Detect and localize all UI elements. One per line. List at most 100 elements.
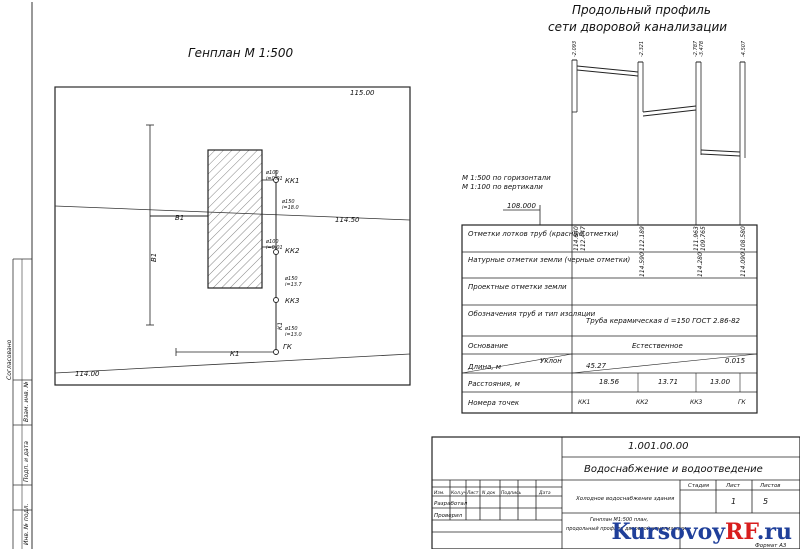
row-label-distance: Расстояния, м xyxy=(468,380,521,388)
point-1: КК1 xyxy=(578,399,590,406)
strip-inv: Инв. № подл. xyxy=(23,504,30,545)
sheet-number: 1 xyxy=(731,497,736,506)
scale-horizontal: М 1:500 по горизонтали xyxy=(462,174,551,182)
row-label-base: Основание xyxy=(468,342,508,350)
profile-wells xyxy=(571,59,746,225)
watermark: KursovoyRF.ru xyxy=(612,519,792,545)
title-block xyxy=(431,436,800,549)
strip-replace: Взам. инв. № xyxy=(23,381,30,422)
well-label-kk1: КК1 xyxy=(285,177,299,185)
pipe-diameter-1: ø100 xyxy=(265,170,279,176)
pipe-slope-3: i=0.01 xyxy=(266,245,283,251)
pipe-slope-5: i=13.0 xyxy=(285,332,302,338)
ground-mark-2: 114.280 xyxy=(697,252,704,277)
strip-sign-date: Подп. и дата xyxy=(23,441,30,482)
length-value: 45.27 xyxy=(586,362,607,370)
row-label-length: Длина, м xyxy=(467,363,502,371)
format-label: Формат А3 xyxy=(755,543,787,549)
scale-vertical: М 1:100 по вертикали xyxy=(462,183,543,191)
distance-1: 18.56 xyxy=(599,378,620,386)
stage-label: Стадия xyxy=(688,483,710,489)
slope-value: 0.015 xyxy=(725,357,746,365)
label-k1-horizontal: К1 xyxy=(230,350,239,358)
profile-table xyxy=(461,224,758,414)
doc-code: 1.001.00.00 xyxy=(628,441,688,452)
object-name: Холодное водоснабжение здания xyxy=(575,496,675,502)
well-label-kk2: КК2 xyxy=(285,247,300,255)
sheet-desc-1: Генплан М1:500 план, xyxy=(590,517,648,523)
row-label-pipe: Обозначения труб и тип изоляции xyxy=(468,310,596,318)
sheets-label: Листов xyxy=(759,483,781,489)
profile-pipes xyxy=(576,65,741,157)
developed-label: Разработал xyxy=(434,501,468,507)
pipe-diameter-4: ø150 xyxy=(284,276,298,282)
top-mark-2: -2.321 xyxy=(639,41,645,57)
row-label-points: Номера точек xyxy=(468,399,520,407)
point-2: КК2 xyxy=(636,399,649,406)
building-footprint xyxy=(207,149,263,289)
table-row-lines xyxy=(462,251,757,393)
well-marker-kk2 xyxy=(273,249,279,255)
contour-label-top: 115.00 xyxy=(350,89,375,97)
tray-mark-6: 108.580 xyxy=(740,226,747,251)
watermark-part3: .ru xyxy=(756,519,792,545)
label-k1-vertical: К1 xyxy=(277,322,284,330)
sheets-total: 5 xyxy=(763,497,768,506)
strip-approved: Согласовано xyxy=(6,339,13,380)
row-label-ground: Натурные отметки земли (черные отметки) xyxy=(468,256,630,264)
row-label-tray-text: Отметки лотков труб (красные отметки) xyxy=(468,230,619,238)
row-label-ground-text: Натурные отметки земли (черные отметки) xyxy=(468,256,630,264)
slope-label: Уклон xyxy=(540,357,562,365)
row-label-pipe-text: Обозначения труб и тип изоляции xyxy=(468,310,596,318)
col-izm: Изм. xyxy=(434,490,445,496)
tray-mark-2: 112.447 xyxy=(580,226,587,251)
distance-2: 13.71 xyxy=(658,378,678,386)
pipe-slope-2: i=18.0 xyxy=(282,205,299,211)
pipe-slope-4: i=13.7 xyxy=(285,282,303,288)
distance-3: 13.00 xyxy=(710,378,731,386)
ground-mark-3: 114.090 xyxy=(740,252,747,277)
well-marker-kk3 xyxy=(273,297,279,303)
checked-label: Проверил xyxy=(434,513,463,519)
tray-mark-3: 112.189 xyxy=(639,226,646,251)
slope-diagonal xyxy=(571,353,758,374)
col-date: Дата xyxy=(538,490,551,496)
base-value: Естественное xyxy=(632,342,683,350)
well-label-gk: ГК xyxy=(283,343,293,351)
top-mark-3b: -3.478 xyxy=(699,41,705,57)
row-label-tray: Отметки лотков труб (красные отметки) xyxy=(468,230,619,238)
contour-label-mid: 114.50 xyxy=(335,216,360,224)
col-kol: Кол.уч xyxy=(451,490,467,496)
contour-label-bot: 114.00 xyxy=(75,370,100,378)
tray-mark-1: 114.640 xyxy=(573,226,580,251)
watermark-part2: RF xyxy=(725,519,757,545)
datum-label: 108.000 xyxy=(507,202,536,210)
sheet-desc-2: продольный профиль дворовой канализации xyxy=(566,526,687,532)
point-4: ГК xyxy=(738,399,746,406)
pipe-diameter-3: ø100 xyxy=(265,239,279,245)
top-mark-4: -4.507 xyxy=(741,40,747,57)
title-block-lines xyxy=(432,437,800,549)
pipe-slope-1: i=0.01 xyxy=(266,176,283,182)
doc-name: Водоснабжение и водоотведение xyxy=(584,463,763,475)
label-b1-vertical: В1 xyxy=(150,253,158,262)
length-diagonal xyxy=(461,353,573,374)
tray-mark-4: 111.963 xyxy=(693,226,700,251)
top-mark-3: -2.787 xyxy=(693,40,699,57)
genplan-title: Генплан М 1:500 xyxy=(188,46,294,60)
pipe-type: Труба керамическая d =150 ГОСТ 2.86-82 xyxy=(586,317,741,325)
row-label-design: Проектные отметки земли xyxy=(468,283,567,291)
point-3: КК3 xyxy=(690,399,703,406)
col-ndoc: N док xyxy=(482,490,496,496)
profile-title-line2: сети дворовой канализации xyxy=(548,20,727,34)
well-marker-kk1 xyxy=(273,177,279,183)
watermark-part1: Kursovoy xyxy=(611,519,726,545)
sheet-label: Лист xyxy=(725,483,741,489)
well-label-kk3: КК3 xyxy=(285,297,299,305)
col-sign: Подпись xyxy=(501,490,522,496)
row-label-design-text: Проектные отметки земли xyxy=(468,283,567,291)
col-list: Лист xyxy=(466,490,479,496)
pipe-diameter-5: ø150 xyxy=(284,326,298,332)
profile-title-line1: Продольный профиль xyxy=(572,3,711,17)
